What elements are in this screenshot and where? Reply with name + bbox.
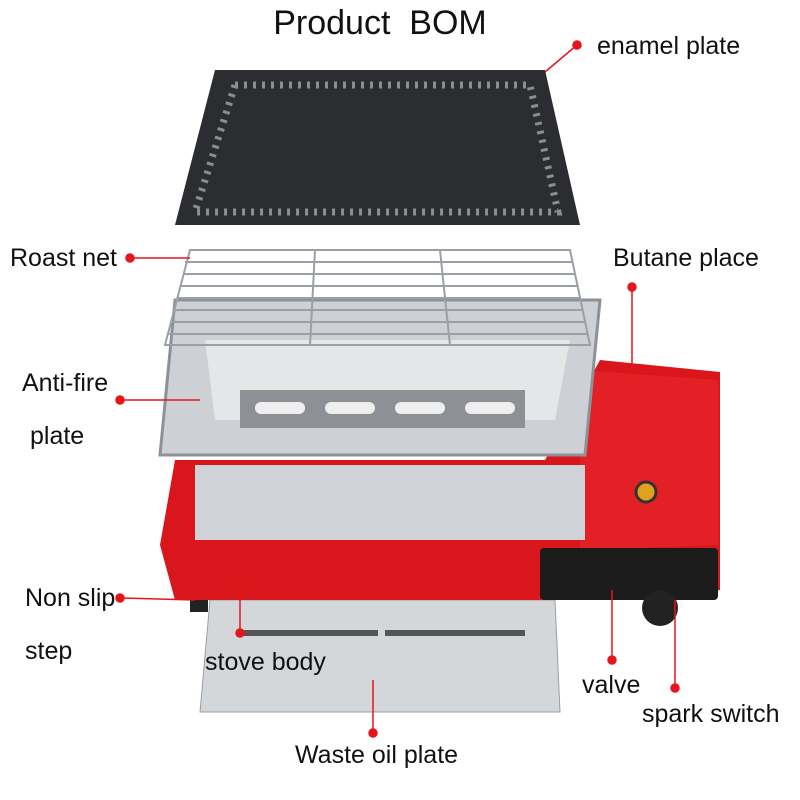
label-waste-oil-plate: Waste oil plate bbox=[295, 741, 459, 769]
slot bbox=[385, 630, 525, 636]
stove-interior bbox=[195, 465, 585, 540]
gas-port bbox=[634, 480, 658, 504]
spark-knob bbox=[642, 590, 678, 626]
label-step: step bbox=[25, 637, 73, 665]
label-valve: valve bbox=[582, 671, 641, 699]
enamel-plate bbox=[175, 70, 580, 225]
label-anti-fire-plate: plate bbox=[30, 422, 85, 450]
label-non-slip: Non slip bbox=[25, 584, 116, 612]
slot bbox=[238, 630, 378, 636]
control-panel bbox=[540, 548, 718, 600]
label-enamel-plate: enamel plate bbox=[597, 32, 741, 60]
label-butane-place: Butane place bbox=[613, 244, 759, 272]
roast-net bbox=[163, 249, 592, 346]
label-roast-net: Roast net bbox=[10, 244, 118, 272]
label-stove-body: stove body bbox=[205, 648, 326, 676]
label-spark-switch: spark switch bbox=[642, 700, 780, 728]
butane-panel bbox=[580, 370, 718, 550]
callout-lines bbox=[115, 40, 680, 738]
non-slip-foot bbox=[190, 600, 208, 612]
label-anti-fire: Anti-fire bbox=[22, 369, 109, 397]
page-title: Product BOM bbox=[273, 4, 487, 42]
